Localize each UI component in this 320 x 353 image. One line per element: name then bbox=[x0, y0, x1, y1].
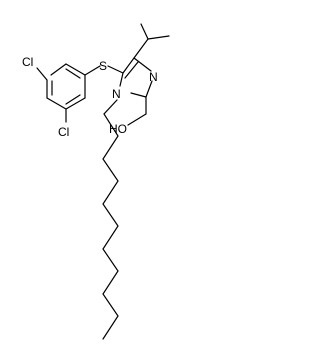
atom-n-imine: N bbox=[149, 70, 158, 84]
atom-cl-bottom: Cl bbox=[58, 125, 69, 139]
thioether-bridge bbox=[84, 65, 124, 76]
atom-cl-top: Cl bbox=[22, 55, 33, 69]
atom-n-alkyl: N bbox=[112, 87, 121, 101]
atom-s: S bbox=[99, 59, 107, 73]
isopropyl-group bbox=[133, 23, 170, 59]
imidazole-ring bbox=[119, 57, 153, 98]
dichlorophenyl-ring bbox=[36, 63, 86, 123]
dodecyl-chain bbox=[102, 99, 119, 340]
hydroxymethyl-group bbox=[127, 96, 147, 126]
molecule-diagram: S N N HO Cl Cl bbox=[22, 23, 170, 340]
atom-hydroxyl: HO bbox=[109, 122, 127, 136]
structure-canvas: S N N HO Cl Cl bbox=[22, 23, 170, 340]
